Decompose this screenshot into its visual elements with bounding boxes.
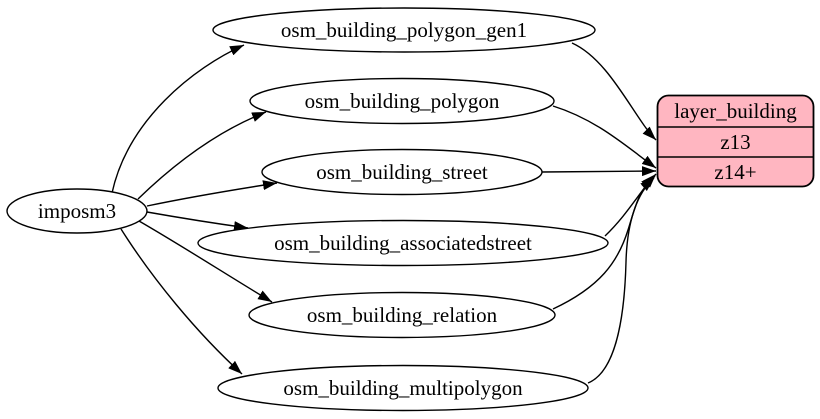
node-osm-building-relation-shape [248, 291, 556, 339]
node-imposm3-label: imposm3 [38, 199, 116, 223]
node-osm-building-polygon-gen1: osm_building_polygon_gen1 [212, 7, 596, 53]
node-imposm3-shape [6, 188, 148, 234]
node-layer-building: layer_building z13 z14+ [656, 94, 815, 188]
node-osm-building-street: osm_building_street [261, 148, 543, 196]
node-layer-building-title: layer_building [674, 99, 797, 123]
edge-imposm3-to-osm-building-street [146, 180, 278, 207]
node-osm-building-multipolygon-shape [217, 364, 589, 412]
node-osm-building-polygon-label: osm_building_polygon [305, 89, 500, 113]
node-layer-building-shape [656, 94, 815, 188]
node-osm-building-polygon: osm_building_polygon [249, 77, 555, 125]
edges-tables-to-layer [541, 42, 657, 384]
node-osm-building-multipolygon: osm_building_multipolygon [217, 364, 589, 412]
node-osm-building-polygon-gen1-shape [212, 7, 596, 53]
node-osm-building-relation-label: osm_building_relation [307, 303, 498, 327]
node-osm-building-relation: osm_building_relation [248, 291, 556, 339]
node-imposm3: imposm3 [6, 188, 148, 234]
edge-osm-building-street-to-layer-z14 [541, 166, 657, 177]
node-osm-building-multipolygon-label: osm_building_multipolygon [283, 376, 523, 400]
node-osm-building-associatedstreet: osm_building_associatedstreet [197, 219, 609, 267]
edge-osm-building-polygon-gen1-to-layer-z13 [571, 42, 657, 141]
node-osm-building-street-label: osm_building_street [316, 160, 488, 184]
node-osm-building-associatedstreet-label: osm_building_associatedstreet [274, 231, 532, 255]
node-osm-building-polygon-shape [249, 77, 555, 125]
edge-imposm3-to-osm-building-polygon-gen1 [111, 44, 245, 194]
edge-imposm3-to-osm-building-associatedstreet [146, 211, 249, 232]
edge-imposm3-to-osm-building-multipolygon [120, 228, 243, 375]
edge-osm-building-polygon-to-layer-z14 [552, 105, 657, 169]
node-layer-building-row-z14plus: z14+ [714, 160, 756, 184]
node-layer-building-row-z13: z13 [720, 130, 750, 154]
node-osm-building-polygon-gen1-label: osm_building_polygon_gen1 [281, 18, 527, 42]
edge-osm-building-multipolygon-to-layer-z14 [587, 177, 655, 384]
edge-imposm3-to-osm-building-relation [138, 220, 273, 303]
edges-source-to-tables [111, 44, 278, 375]
edge-imposm3-to-osm-building-polygon [137, 111, 267, 200]
node-osm-building-street-shape [261, 148, 543, 196]
node-osm-building-associatedstreet-shape [197, 219, 609, 267]
